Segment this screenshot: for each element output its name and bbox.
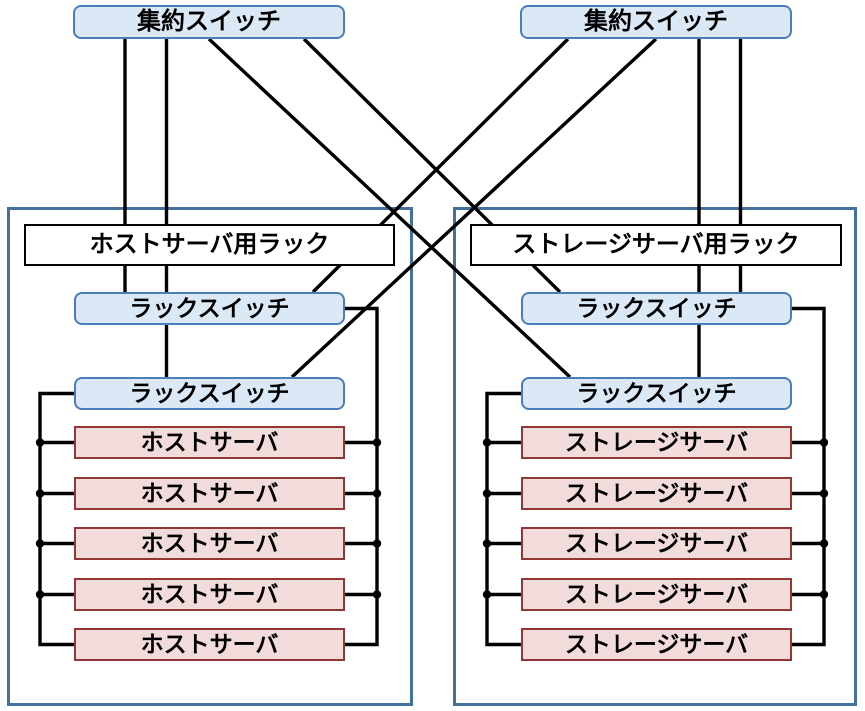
host-server-3: ホストサーバ bbox=[74, 527, 345, 560]
host-rack-switch-2: ラックスイッチ bbox=[74, 377, 345, 410]
host-server-5: ホストサーバ bbox=[74, 628, 345, 661]
storage-server-3: ストレージサーバ bbox=[521, 527, 792, 560]
host-server-4: ホストサーバ bbox=[74, 578, 345, 611]
host-server-2: ホストサーバ bbox=[74, 477, 345, 510]
storage-server-1: ストレージサーバ bbox=[521, 426, 792, 459]
storage-rack-switch-2: ラックスイッチ bbox=[521, 377, 792, 410]
host-server-1: ホストサーバ bbox=[74, 426, 345, 459]
storage-server-5: ストレージサーバ bbox=[521, 628, 792, 661]
aggregation-switch-1: 集約スイッチ bbox=[73, 5, 345, 39]
storage-rack-switch-1: ラックスイッチ bbox=[521, 292, 792, 325]
storage-rack-title: ストレージサーバ用ラック bbox=[470, 224, 842, 266]
storage-server-4: ストレージサーバ bbox=[521, 578, 792, 611]
host-rack-switch-1: ラックスイッチ bbox=[74, 292, 345, 325]
aggregation-switch-2: 集約スイッチ bbox=[520, 5, 792, 39]
storage-server-2: ストレージサーバ bbox=[521, 477, 792, 510]
host-rack-title: ホストサーバ用ラック bbox=[24, 224, 395, 266]
